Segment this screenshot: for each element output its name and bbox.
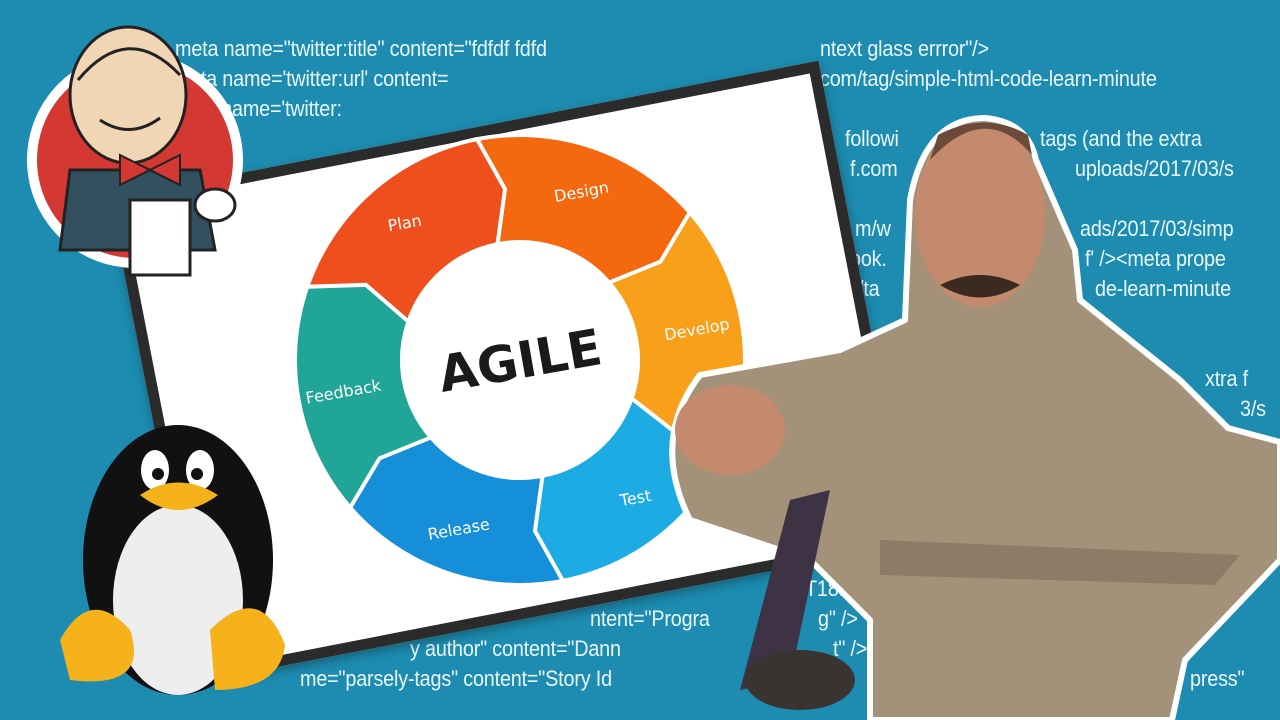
code-line: eta name='twitter:url' content= xyxy=(190,66,449,91)
code-line: meta name="twitter:title" content="fdfdf… xyxy=(175,36,547,61)
code-line: press" xyxy=(1190,666,1245,691)
code-line: 3/s xyxy=(1240,396,1266,421)
code-line: me="parsely-tags" content="Story Id xyxy=(300,666,612,691)
code-line: g" /> xyxy=(818,606,858,631)
code-line: ads/2017/03/simp xyxy=(1080,216,1234,241)
code-line: followi xyxy=(845,126,899,151)
code-line: f' /><meta prope xyxy=(1085,246,1226,271)
code-line: de-learn-minute xyxy=(1095,276,1231,301)
code-line: com/tag/simple-html-code-learn-minute xyxy=(820,66,1157,91)
code-line: f.com xyxy=(850,156,898,181)
agile-center xyxy=(402,242,638,478)
code-line: m/w xyxy=(855,216,891,241)
code-line: ntent="Progra xyxy=(590,606,710,631)
code-line: tags (and the extra xyxy=(1040,126,1202,151)
code-line: uploads/2017/03/s xyxy=(1075,156,1234,181)
code-line: ntext glass errror"/> xyxy=(820,36,989,61)
code-line: y author" content="Dann xyxy=(410,636,621,661)
code-line: xtra f xyxy=(1205,366,1248,391)
code-line: t" /> xyxy=(833,636,868,661)
